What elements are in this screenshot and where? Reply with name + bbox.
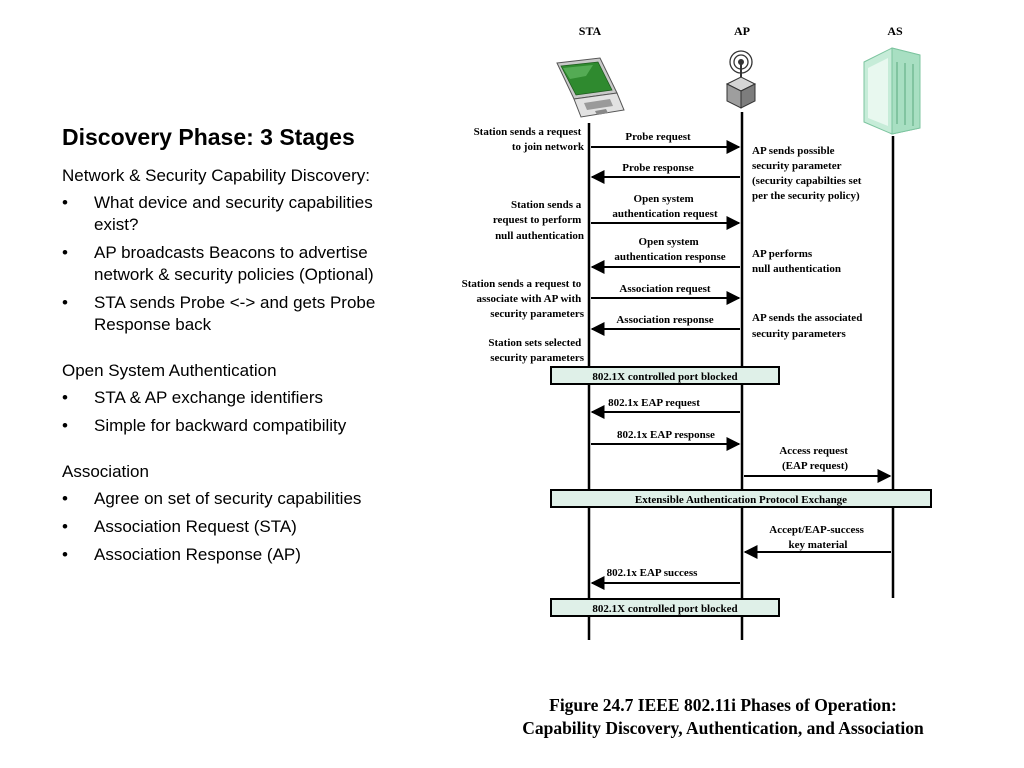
note-line: request to perform — [493, 214, 581, 226]
bar-label: 802.1X controlled port blocked — [592, 603, 737, 615]
message-line: key material — [789, 539, 848, 551]
note-line: Station sets selected — [488, 337, 581, 349]
bullet-item: • STA sends Probe <-> and gets Probe Resp… — [62, 292, 412, 336]
note-station-null-auth: Station sends a request to perform null … — [493, 199, 584, 242]
message-line: Open system — [634, 193, 694, 205]
bullet-text: Simple for backward compatibility — [94, 416, 347, 435]
note-line: associate with AP with — [476, 293, 581, 305]
message-open-auth-request: Open system authentication request — [612, 193, 718, 220]
note-line: security parameters — [490, 352, 584, 364]
message-line: Accept/EAP-success — [769, 524, 864, 536]
caption-line-2: Capability Discovery, Authentication, an… — [522, 718, 924, 738]
section-heading-association: Association — [62, 462, 149, 481]
note-ap-sends-params: AP sends possible security parameter (se… — [752, 145, 864, 202]
caption-line-1: Figure 24.7 IEEE 802.11i Phases of Opera… — [549, 695, 897, 715]
note-ap-null-auth: AP performs null authentication — [752, 248, 841, 275]
message-eap-response: 802.1x EAP response — [617, 429, 715, 441]
note-station-sets-params: Station sets selected security parameter… — [488, 337, 584, 364]
bar-eap-exchange — [550, 489, 932, 508]
note-line: to join network — [512, 141, 585, 153]
note-station-associate: Station sends a request to associate wit… — [462, 278, 585, 320]
bullet-glyph: • — [62, 545, 68, 564]
note-line: security parameter — [752, 160, 842, 172]
message-line: (EAP request) — [782, 460, 848, 472]
note-ap-assoc-params: AP sends the associated security paramet… — [752, 312, 865, 340]
message-probe-response: Probe response — [622, 162, 694, 174]
note-station-join: Station sends a request to join network — [474, 126, 585, 153]
bullet-text: What device and security capabilities ex… — [94, 193, 373, 234]
bar-port-blocked — [550, 598, 780, 617]
bullet-glyph: • — [62, 293, 68, 312]
bullet-item: • Agree on set of security capabilities — [62, 488, 412, 510]
note-line: Station sends a request — [474, 126, 582, 138]
bullet-text: Agree on set of security capabilities — [94, 489, 362, 508]
bullet-glyph: • — [62, 416, 68, 435]
message-access-request: Access request (EAP request) — [779, 445, 850, 472]
bullet-glyph: • — [62, 243, 68, 262]
bullet-item: • AP broadcasts Beacons to advertise netw… — [62, 242, 412, 286]
bullet-glyph: • — [62, 193, 68, 212]
message-probe-request: Probe request — [625, 131, 691, 143]
bullet-text: AP broadcasts Beacons to advertise netwo… — [94, 243, 374, 284]
figure-caption: Figure 24.7 IEEE 802.11i Phases of Opera… — [490, 694, 956, 740]
note-line: (security capabilties set — [752, 175, 862, 187]
bar-port-blocked — [550, 366, 780, 385]
message-accept-eap-success: Accept/EAP-success key material — [769, 524, 866, 551]
bullet-glyph: • — [62, 489, 68, 508]
bullet-text: Association Response (AP) — [94, 545, 301, 564]
note-line: null authentication — [752, 263, 841, 275]
section-heading-open-auth: Open System Authentication — [62, 361, 277, 380]
bullet-item: • Association Request (STA) — [62, 516, 412, 538]
note-line: security parameters — [490, 308, 584, 320]
bullet-list-open-auth: • STA & AP exchange identifiers • Simple f… — [62, 387, 412, 437]
note-line: AP performs — [752, 248, 813, 260]
message-line: Access request — [779, 445, 848, 457]
server-icon — [863, 47, 921, 135]
bar-label: Extensible Authentication Protocol Excha… — [635, 494, 847, 506]
bullet-item: • STA & AP exchange identifiers — [62, 387, 412, 409]
message-line: Open system — [639, 236, 699, 248]
entity-label-ap: AP — [734, 24, 750, 38]
note-line: AP sends possible — [752, 145, 835, 157]
slide-title: Discovery Phase: 3 Stages — [62, 124, 355, 150]
bullet-item: • What device and security capabilities e… — [62, 192, 412, 236]
laptop-icon — [556, 57, 625, 118]
bullet-list-association: • Agree on set of security capabilities •… — [62, 488, 412, 566]
note-line: AP sends the associated — [752, 312, 862, 324]
bullet-text: STA & AP exchange identifiers — [94, 388, 324, 407]
message-association-response: Association response — [616, 314, 713, 326]
note-line: security parameters — [752, 328, 846, 340]
bullet-item: • Association Response (AP) — [62, 544, 412, 566]
message-line: authentication request — [612, 208, 718, 220]
bullet-glyph: • — [62, 388, 68, 407]
message-association-request: Association request — [619, 283, 710, 295]
entity-label-as: AS — [887, 24, 903, 38]
note-line: Station sends a — [511, 199, 582, 211]
message-eap-request: 802.1x EAP request — [608, 397, 700, 409]
entity-label-sta: STA — [579, 24, 602, 38]
message-eap-success: 802.1x EAP success — [607, 567, 698, 579]
message-line: authentication response — [614, 251, 725, 263]
bar-label: 802.1X controlled port blocked — [592, 371, 737, 383]
bullet-list-discovery: • What device and security capabilities e… — [62, 192, 412, 336]
bullet-text: STA sends Probe <-> and gets Probe Respo… — [94, 293, 376, 334]
message-open-auth-response: Open system authentication response — [614, 236, 725, 263]
bullet-text: Association Request (STA) — [94, 517, 297, 536]
section-heading-discovery: Network & Security Capability Discovery: — [62, 166, 370, 185]
bullet-glyph: • — [62, 517, 68, 536]
access-point-icon — [725, 50, 757, 109]
slide-body: Network & Security Capability Discovery:… — [62, 165, 412, 572]
note-line: null authentication — [495, 230, 584, 242]
note-line: Station sends a request to — [462, 278, 582, 290]
bullet-item: • Simple for backward compatibility — [62, 415, 412, 437]
note-line: per the security policy) — [752, 190, 860, 202]
